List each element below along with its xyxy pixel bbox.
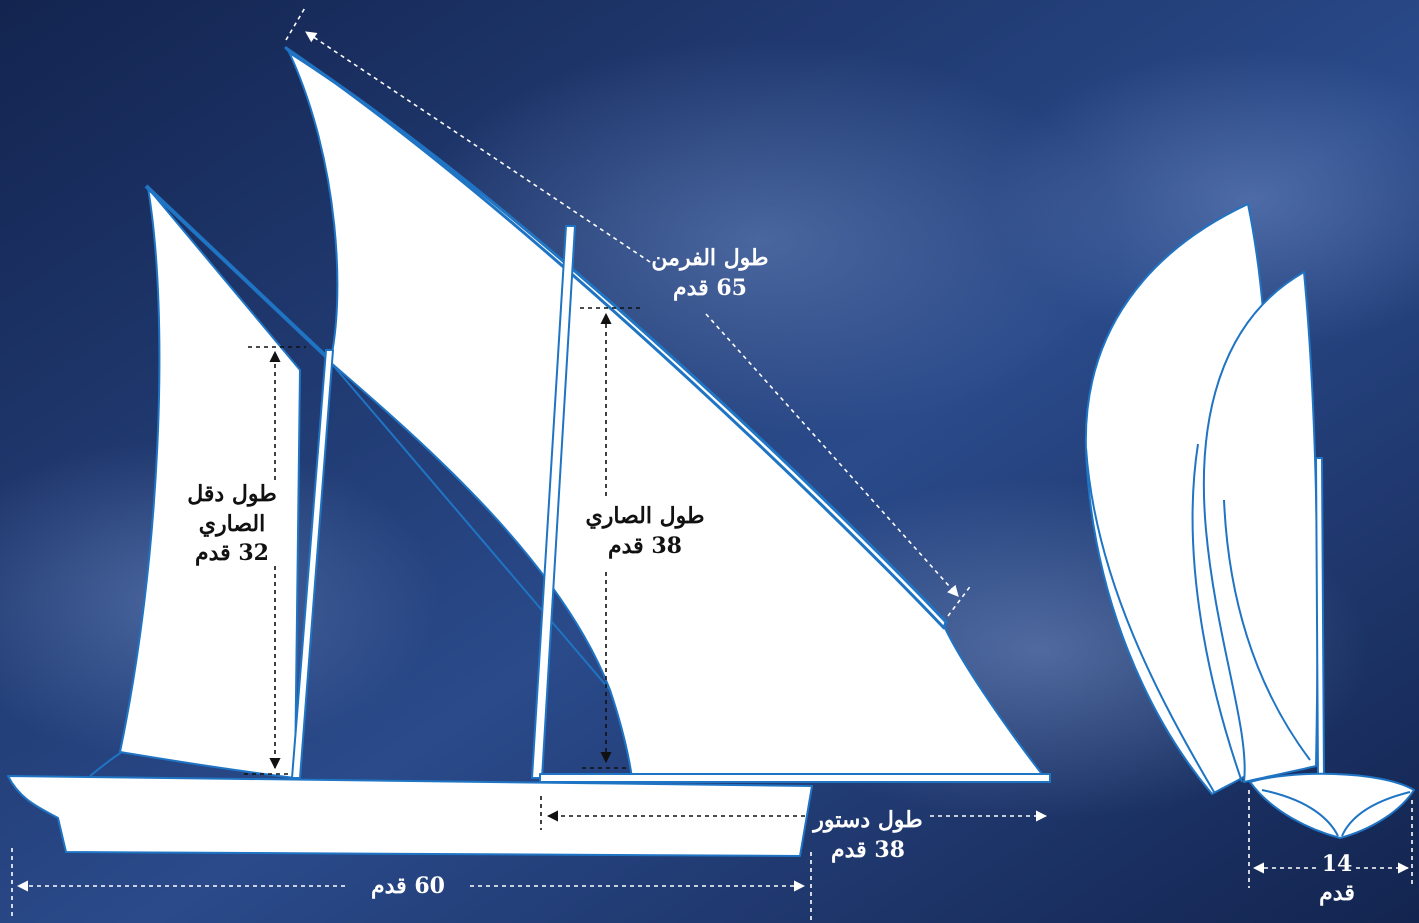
dimension-lines (11, 5, 1413, 920)
mizzen-mast-value: 32 قدم (195, 540, 269, 567)
mizzen-mast-label: طول دقل الصاري 32 قدم (176, 480, 288, 569)
yard-length-title: طول الفرمن (651, 245, 769, 271)
mizzen-mast-title-line2: الصاري (198, 510, 266, 537)
dhow-front-view (1084, 203, 1415, 839)
front-keel-line (1261, 789, 1339, 837)
yard-length-value: 65 قدم (673, 274, 747, 301)
hull-length-label: 60 قدم (352, 872, 464, 902)
hull-stern-curve (89, 751, 123, 777)
beam-number: 14 (1321, 851, 1353, 877)
mizzen-mast (291, 349, 334, 779)
main-mast-title: طول الصاري (585, 503, 705, 529)
yard-dimension-extension-top (285, 5, 307, 41)
yard-length-label: طول الفرمن 65 قدم (640, 244, 780, 303)
bowsprit-boom (539, 773, 1051, 783)
bowsprit-length-title: طول دستور (813, 807, 923, 833)
beam-unit: قدم (1319, 879, 1355, 906)
hull (7, 775, 813, 857)
main-sail-seam (331, 363, 611, 691)
main-mast-label: طول الصاري 38 قدم (572, 502, 718, 561)
yard-dimension-line-lower (705, 313, 959, 597)
mizzen-sail (119, 187, 301, 779)
main-yard (284, 46, 948, 630)
cloud (990, 50, 1419, 350)
main-mast-value: 38 قدم (608, 532, 682, 559)
yard-dimension-extension-bottom (947, 583, 973, 617)
dhow-side-view (7, 46, 1051, 857)
front-mast (1315, 457, 1325, 781)
mizzen-yard (144, 184, 334, 364)
front-sail-lower-left (1085, 447, 1215, 793)
front-sail-inner-line (1223, 499, 1311, 761)
mizzen-mast-title-line1: طول دقل (187, 481, 277, 507)
front-hull (1249, 772, 1415, 839)
bowsprit-length-value: 38 قدم (831, 836, 905, 863)
front-sail-inner-line (1191, 443, 1243, 783)
beam-label: 14 قدم (1310, 850, 1364, 907)
front-keel-line (1341, 791, 1411, 837)
bowsprit-length-label: طول دستور 38 قدم (806, 806, 930, 865)
yard-dimension-line-upper (305, 31, 651, 263)
hull-length-value: 60 قدم (371, 873, 445, 899)
